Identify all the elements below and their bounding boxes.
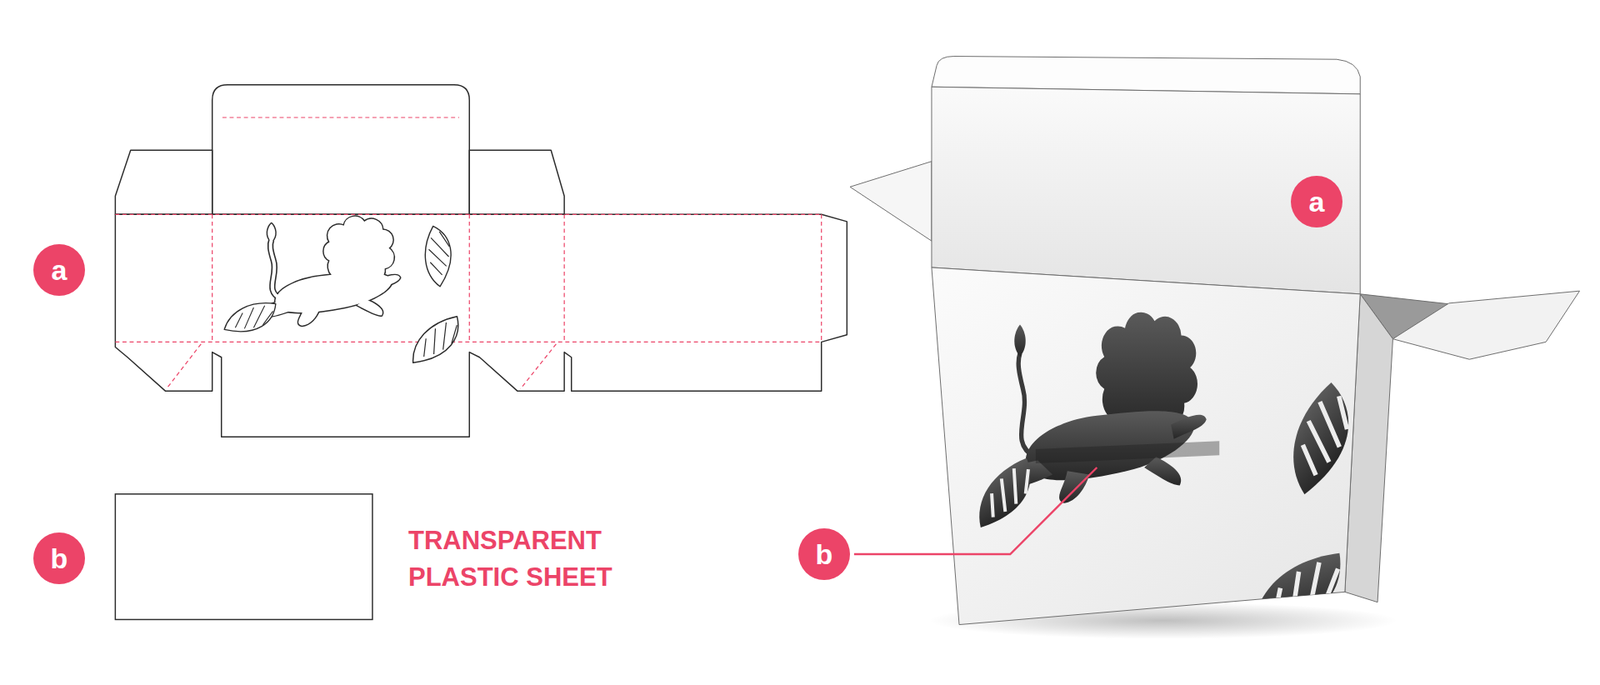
leaf-window bbox=[1264, 381, 1374, 497]
lid-face bbox=[931, 86, 1360, 295]
callout-letter: b bbox=[815, 540, 834, 569]
sheet-reflection bbox=[1035, 440, 1220, 464]
assembled-box bbox=[850, 56, 1580, 640]
dust-flap bbox=[1392, 290, 1580, 360]
leaf-cutout bbox=[414, 225, 461, 287]
lion-window bbox=[1005, 312, 1206, 504]
callout-letter: a bbox=[51, 255, 68, 285]
leaf-window bbox=[961, 457, 1047, 530]
dieline bbox=[115, 85, 847, 437]
callout-circle: b bbox=[798, 528, 850, 580]
callout-letter: a bbox=[1309, 187, 1325, 216]
part-label-text: TRANSPARENT PLASTIC SHEET bbox=[408, 522, 675, 596]
plastic-sheet bbox=[115, 494, 373, 620]
leader-line bbox=[854, 467, 1097, 555]
callout-circle: a bbox=[33, 244, 85, 296]
dust-flap bbox=[850, 161, 932, 242]
leaf-cutout bbox=[224, 303, 276, 332]
part-label: TRANSPARENT PLASTIC SHEET bbox=[408, 522, 675, 596]
callout-letter: b bbox=[50, 544, 69, 573]
lion-cutout bbox=[261, 216, 400, 326]
cut-line bbox=[212, 85, 470, 215]
callout-circle: a bbox=[1290, 175, 1343, 228]
leaf-cutout bbox=[403, 315, 468, 365]
callout-circle: b bbox=[33, 532, 85, 585]
cut-line bbox=[469, 150, 565, 215]
cut-line bbox=[115, 214, 847, 437]
cut-line bbox=[115, 150, 212, 215]
fold-line bbox=[115, 117, 821, 390]
leaf-window bbox=[1240, 551, 1355, 634]
